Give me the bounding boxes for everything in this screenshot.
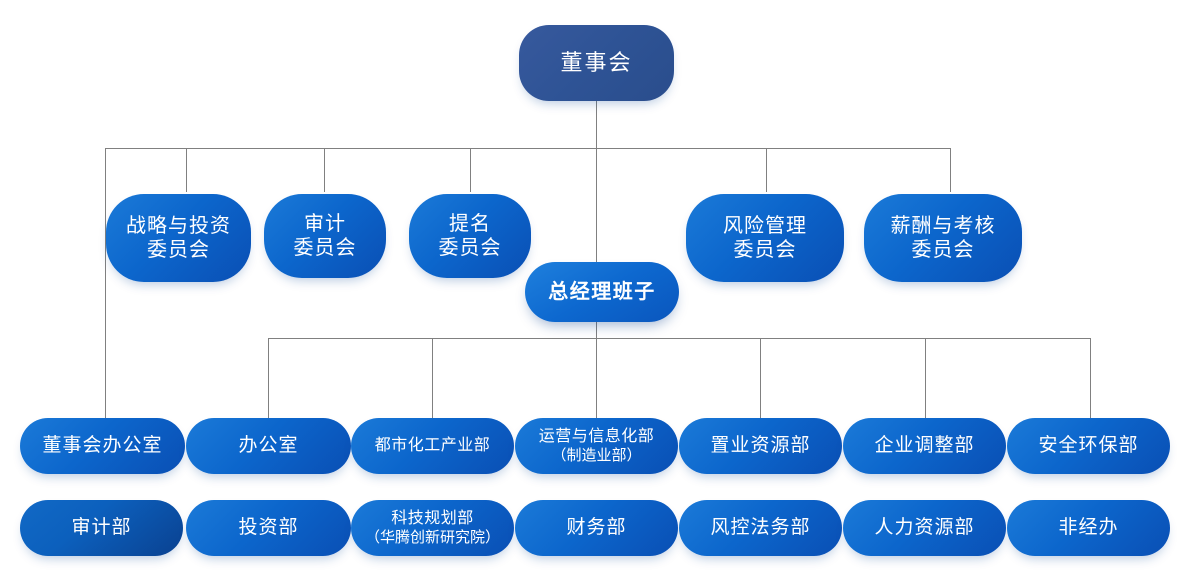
connector-drop-dept-6 [1090, 338, 1091, 418]
node-risk-management-committee[interactable]: 风险管理 委员会 [686, 194, 844, 282]
node-label-line2: 委员会 [293, 237, 357, 259]
node-audit-dept[interactable]: 审计部 [20, 500, 183, 556]
node-board-of-directors[interactable]: 董事会 [519, 25, 674, 101]
node-label-line1: 人力资源部 [874, 517, 975, 539]
connector-drop-dept-3 [596, 338, 597, 418]
node-property-resources-dept[interactable]: 置业资源部 [679, 418, 842, 474]
node-safety-environmental-dept[interactable]: 安全环保部 [1007, 418, 1170, 474]
node-label-line1: 风控法务部 [710, 517, 811, 539]
connector-drop-committee-5 [950, 148, 951, 192]
node-label-sub: （华腾创新研究院） [364, 529, 500, 546]
node-label-line2: 委员会 [147, 239, 210, 261]
node-label: 董事会 [560, 49, 633, 75]
node-label-line1: 办公室 [238, 435, 299, 457]
node-urban-chemical-industry-dept[interactable]: 都市化工产业部 [351, 418, 514, 474]
node-label-line1: 非经办 [1058, 517, 1119, 539]
node-board-office[interactable]: 董事会办公室 [20, 418, 185, 474]
connector-drop-board-office [105, 148, 106, 420]
node-label-line2: 委员会 [438, 237, 502, 259]
node-label-line2: 委员会 [911, 239, 975, 261]
node-label-sub: （制造业部） [551, 447, 642, 464]
connector-gm-stem [596, 322, 597, 339]
node-finance-dept[interactable]: 财务部 [515, 500, 678, 556]
node-label-line1: 都市化工产业部 [374, 437, 491, 455]
connector-drop-dept-2 [432, 338, 433, 418]
node-label-line1: 薪酬与考核 [890, 214, 996, 237]
node-label: 总经理班子 [548, 280, 656, 303]
connector-drop-dept-1 [268, 338, 269, 418]
node-label-line1: 审计部 [71, 517, 132, 539]
node-label-line1: 运营与信息化部 [538, 428, 655, 446]
node-label-line1: 置业资源部 [710, 435, 811, 457]
node-audit-committee[interactable]: 审计 委员会 [264, 194, 386, 278]
node-strategy-investment-committee[interactable]: 战略与投资 委员会 [106, 194, 251, 282]
connector-drop-committee-4 [766, 148, 767, 192]
node-nomination-committee[interactable]: 提名 委员会 [409, 194, 531, 278]
node-technology-planning-dept[interactable]: 科技规划部 （华腾创新研究院） [351, 500, 514, 556]
node-label-line1: 审计 [304, 212, 346, 235]
node-label-line1: 投资部 [238, 517, 299, 539]
connector-drop-committee-1 [186, 148, 187, 192]
connector-drop-gm [596, 148, 597, 262]
connector-drop-dept-4 [760, 338, 761, 418]
node-enterprise-restructuring-dept[interactable]: 企业调整部 [843, 418, 1006, 474]
node-label-line1: 科技规划部 [391, 510, 474, 528]
node-risk-control-legal-dept[interactable]: 风控法务部 [679, 500, 842, 556]
node-label-line1: 董事会办公室 [42, 435, 163, 457]
node-label-line1: 提名 [449, 212, 491, 235]
connector-drop-dept-5 [925, 338, 926, 418]
connector-drop-committee-3 [470, 148, 471, 192]
node-label-line1: 财务部 [566, 517, 627, 539]
node-label-line1: 安全环保部 [1038, 435, 1139, 457]
node-compensation-appraisal-committee[interactable]: 薪酬与考核 委员会 [864, 194, 1022, 282]
connector-department-bus [268, 338, 1090, 339]
node-label-line2: 委员会 [733, 239, 797, 261]
node-general-manager-team[interactable]: 总经理班子 [525, 262, 679, 322]
node-label-line1: 战略与投资 [126, 214, 231, 237]
connector-committee-bus [105, 148, 951, 149]
connector-drop-committee-2 [324, 148, 325, 192]
node-operations-informatization-dept[interactable]: 运营与信息化部 （制造业部） [515, 418, 678, 474]
node-label-line1: 企业调整部 [874, 435, 975, 457]
node-office[interactable]: 办公室 [186, 418, 351, 474]
node-human-resources-dept[interactable]: 人力资源部 [843, 500, 1006, 556]
node-label-line1: 风险管理 [723, 214, 807, 237]
node-non-operating-office[interactable]: 非经办 [1007, 500, 1170, 556]
node-investment-dept[interactable]: 投资部 [186, 500, 351, 556]
connector-board-stem [596, 100, 597, 148]
